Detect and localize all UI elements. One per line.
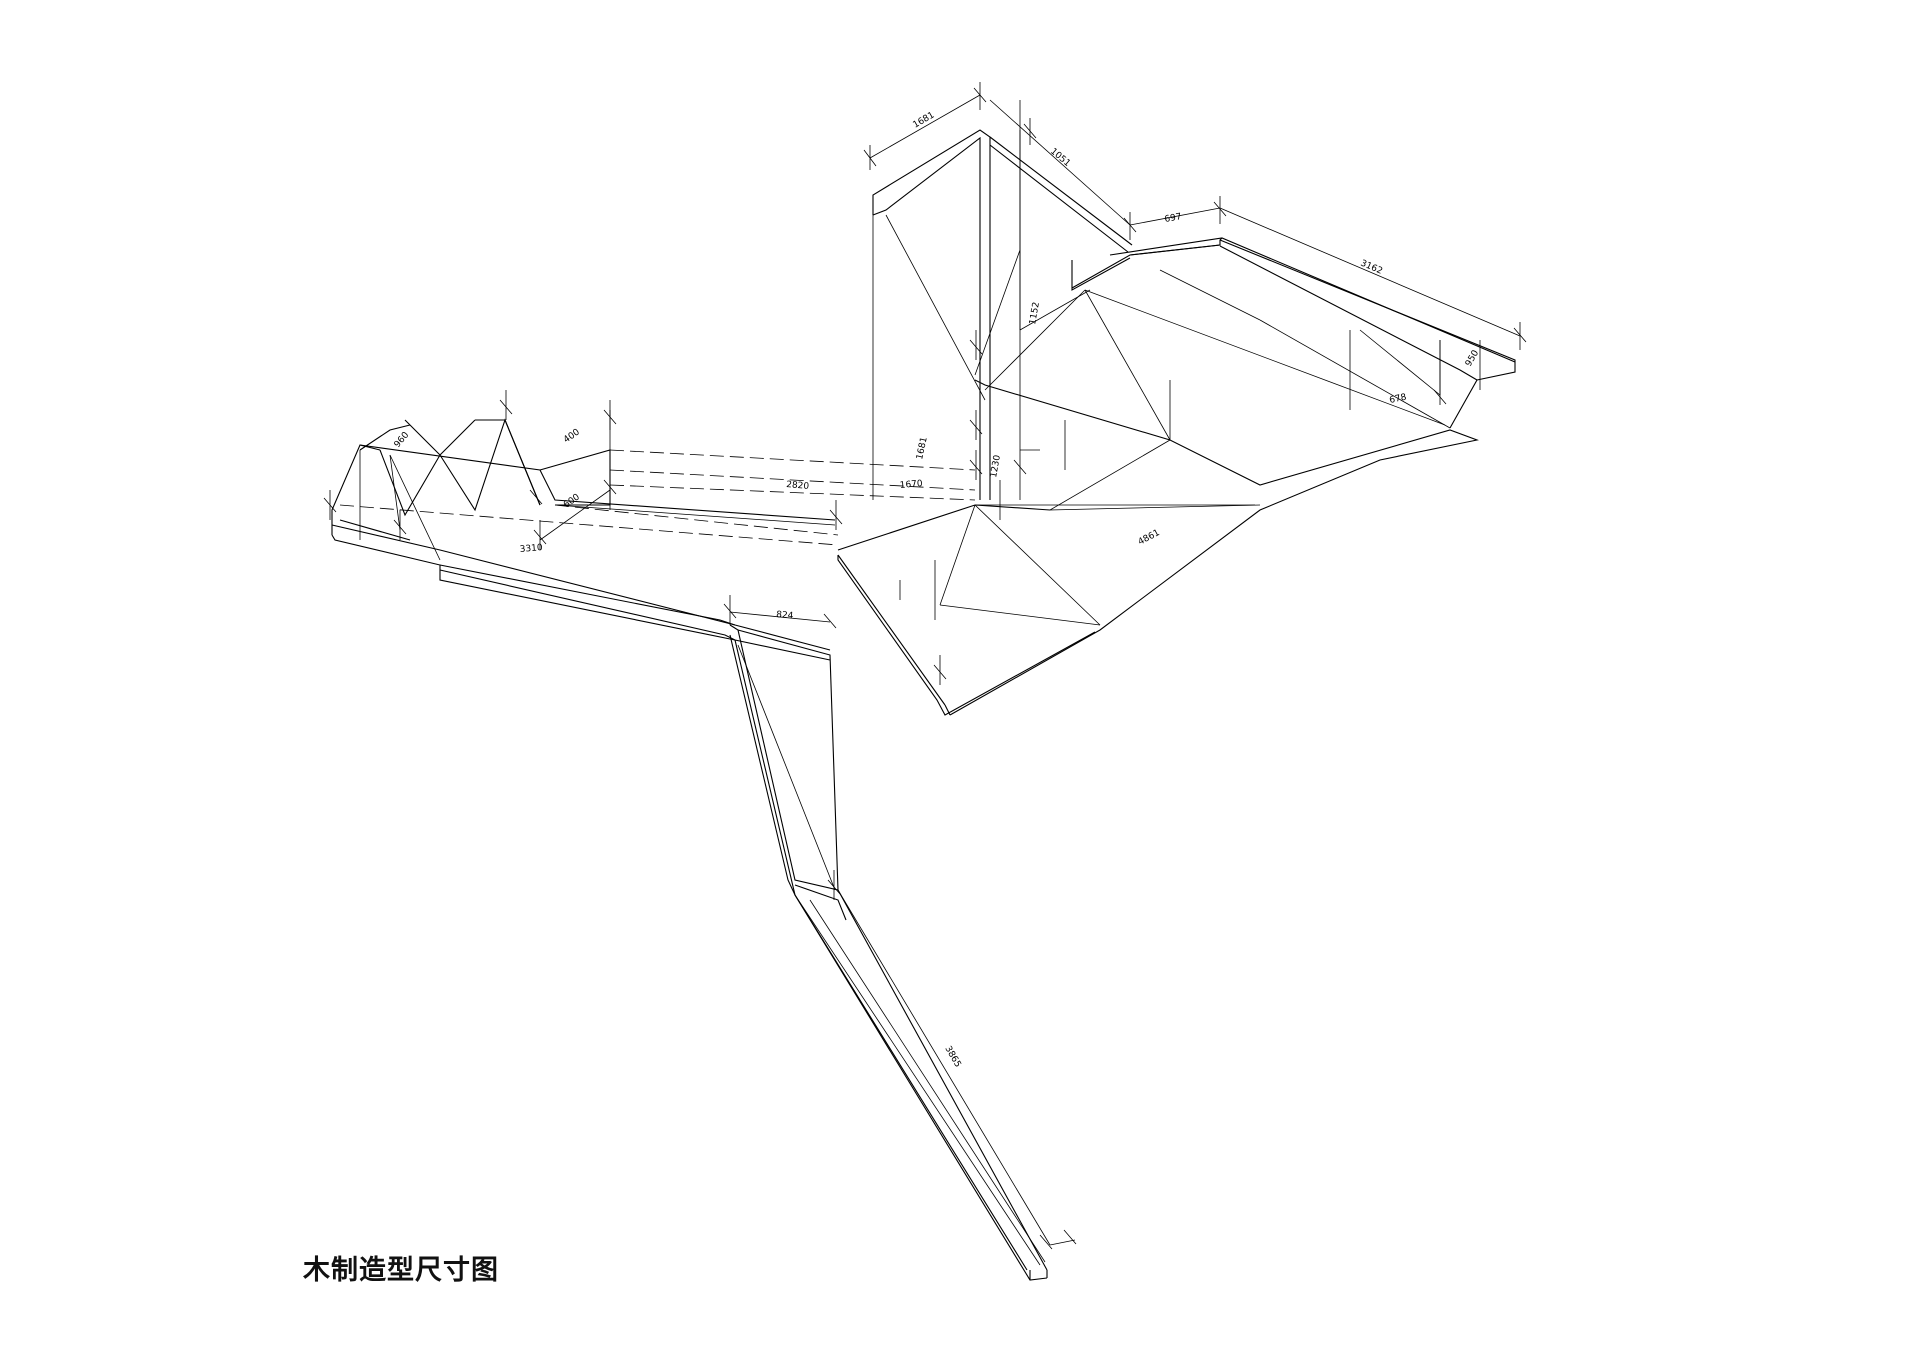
upper-panel xyxy=(872,129,1133,500)
dim-top-right: 1051 xyxy=(1048,147,1072,169)
dim-center-c: 1230 xyxy=(989,454,1003,479)
connection-lines xyxy=(339,449,976,546)
dim-center-a: 1681 xyxy=(915,436,930,460)
dim-right-end: 678 xyxy=(1389,393,1408,406)
dim-right-arm-short: 697 xyxy=(1164,212,1183,225)
dimension-lines xyxy=(539,94,1521,1246)
dim-left-tri: 960 xyxy=(393,430,412,450)
dim-left-mid: 3310 xyxy=(519,543,543,555)
dim-right-end-b: 950 xyxy=(1464,348,1481,368)
dim-hook-top: 824 xyxy=(776,610,794,621)
dim-top-left: 1681 xyxy=(912,110,937,130)
dim-left-span: 2820 xyxy=(786,480,810,492)
dim-center-b: 1670 xyxy=(899,479,923,491)
dimension-ticks xyxy=(323,82,1527,1250)
dim-floor-diag: 4861 xyxy=(1137,528,1162,548)
left-beam xyxy=(331,418,836,661)
floor-slab xyxy=(837,379,1479,716)
dim-vertical-mid: 1152 xyxy=(1028,301,1042,325)
dim-leg-long: 3865 xyxy=(942,1045,962,1070)
drawing-title: 木制造型尺寸图 xyxy=(303,1255,499,1286)
dim-right-arm-long: 3162 xyxy=(1359,259,1384,277)
dimension-labels: 1681 1051 697 3162 678 950 1152 1681 167… xyxy=(393,110,1482,1069)
right-upper-platform xyxy=(984,237,1516,441)
dim-left-small-a: 400 xyxy=(562,427,582,445)
angled-leg xyxy=(729,624,1048,1281)
